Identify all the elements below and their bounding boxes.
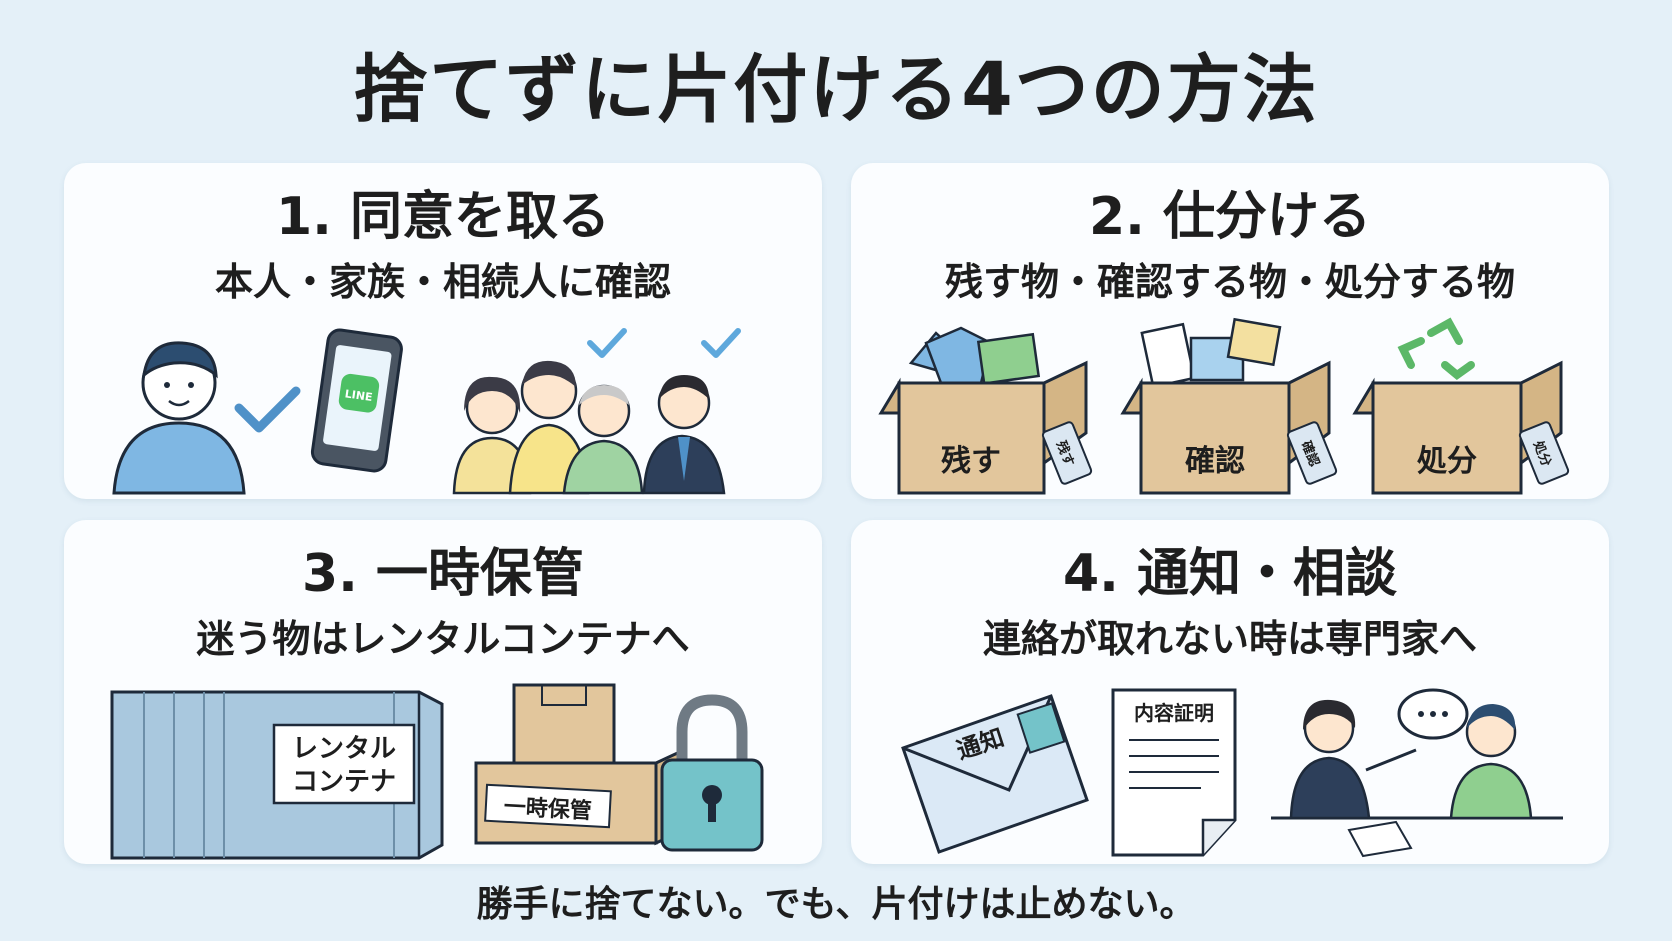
checkmark-icon <box>234 386 301 433</box>
container-icon: レンタル コンテナ <box>110 690 444 860</box>
padlock-icon <box>660 694 764 852</box>
person-icon <box>112 341 246 495</box>
card-subheading: 迷う物はレンタルコンテナへ <box>196 617 690 661</box>
svg-text:レンタル: レンタル <box>292 734 396 764</box>
svg-text:LINE: LINE <box>344 387 373 404</box>
recycle-icon <box>1397 317 1475 381</box>
card-heading: 1. 同意を取る <box>275 187 611 247</box>
cardboard-boxes-icon: 一時保管 <box>474 683 686 846</box>
dispose-box-icon: 処分 処分 <box>1352 317 1570 495</box>
check-box-icon: 確認 確認 <box>1120 317 1338 495</box>
checkmark-icon <box>701 328 741 358</box>
card-heading: 3. 一時保管 <box>301 544 585 604</box>
svg-text:一時保管: 一時保管 <box>503 794 592 825</box>
checkmark-icon <box>587 328 627 358</box>
consent-illustration: LINE <box>112 328 741 495</box>
card-subheading: 連絡が取れない時は専門家へ <box>982 617 1477 661</box>
card-sort: 2. 仕分ける 残す物・確認する物・処分する物 残す 残す 確認 確認 <box>851 163 1609 499</box>
envelope-icon: 通知 <box>901 694 1089 854</box>
footer-tagline: 勝手に捨てない。でも、片付けは止めない。 <box>476 884 1196 925</box>
consultation-icon <box>1271 688 1563 858</box>
family-icon <box>452 360 726 495</box>
card-subheading: 本人・家族・相続人に確認 <box>214 260 671 304</box>
notification-illustration: 通知 内容証明 <box>901 688 1563 858</box>
page-title: 捨てずに片付ける4つの方法 <box>353 47 1319 133</box>
card-temporary-storage: 3. 一時保管 迷う物はレンタルコンテナへ レンタル コンテナ 一時保管 <box>64 520 822 864</box>
svg-text:処分: 処分 <box>1417 444 1477 479</box>
svg-text:内容証明: 内容証明 <box>1134 701 1214 725</box>
svg-text:確認: 確認 <box>1185 444 1245 479</box>
card-subheading: 残す物・確認する物・処分する物 <box>944 260 1515 304</box>
card-heading: 2. 仕分ける <box>1088 187 1372 247</box>
svg-text:残す: 残す <box>941 444 1001 479</box>
svg-text:コンテナ: コンテナ <box>292 767 396 797</box>
keep-box-icon: 残す 残す <box>878 326 1093 495</box>
sorting-boxes-illustration: 残す 残す 確認 確認 処分 処分 <box>878 317 1570 495</box>
card-heading: 4. 通知・相談 <box>1062 544 1398 604</box>
document-icon: 内容証明 <box>1111 688 1237 857</box>
card-notify-consult: 4. 通知・相談 連絡が取れない時は専門家へ 通知 内容証明 <box>851 520 1609 864</box>
smartphone-icon: LINE <box>310 328 403 473</box>
storage-illustration: レンタル コンテナ 一時保管 <box>110 683 764 860</box>
card-consent: 1. 同意を取る 本人・家族・相続人に確認 LINE <box>64 163 822 499</box>
